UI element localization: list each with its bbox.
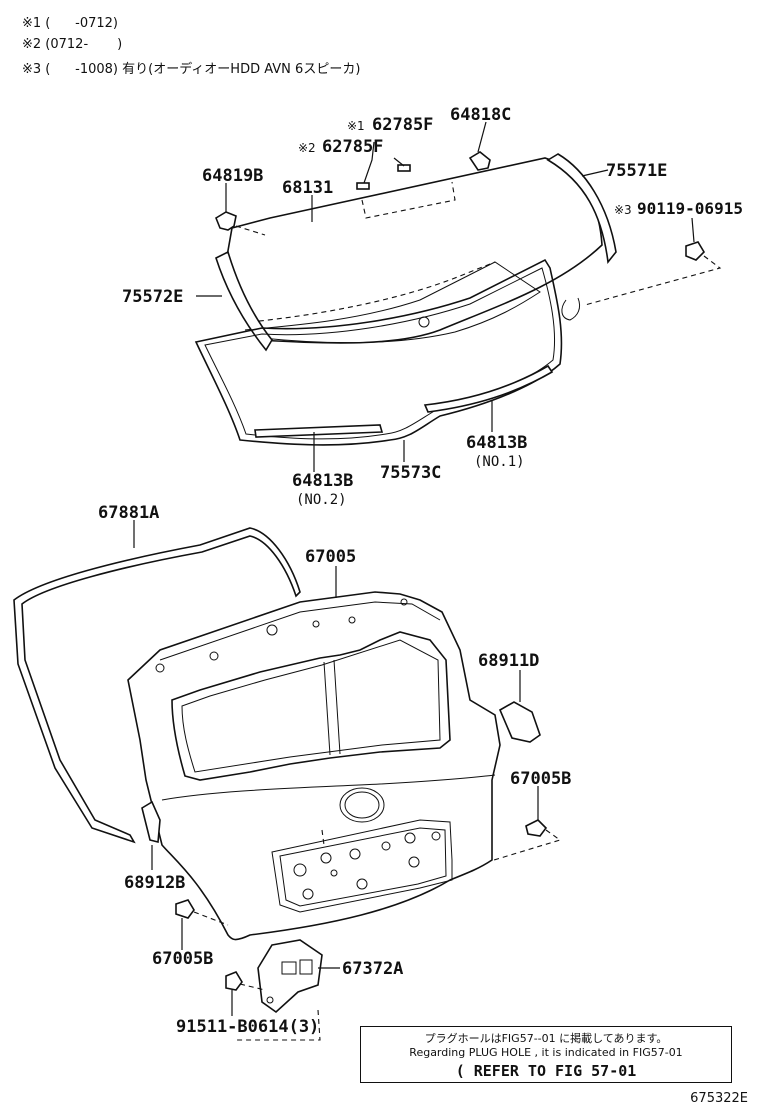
spacer-64813B-no2 [254, 424, 384, 438]
spacer-62785F-a [356, 182, 370, 190]
molding-75572E [215, 250, 273, 352]
label-91511-B0614: 91511-B0614(3) [176, 1017, 319, 1037]
weatherstrip-75573C [194, 258, 563, 446]
reference-box: プラグホールはFIG57--01 に掲載してあります。 Regarding PL… [360, 1026, 732, 1083]
label-62785F-2: 62785F [322, 137, 383, 157]
note-1: ※1 ( -0712) [22, 16, 119, 31]
label-75573C: 75573C [380, 463, 441, 483]
label-67372A: 67372A [342, 959, 403, 979]
reference-line-en: Regarding PLUG HOLE , it is indicated in… [409, 1046, 683, 1059]
label-67005B-left: 67005B [152, 949, 213, 969]
defogger-outline [361, 181, 456, 219]
grommet-90119 [685, 241, 706, 261]
label-no2: (NO.2) [296, 492, 347, 508]
clip-64819B [215, 211, 237, 231]
label-67881A: 67881A [98, 503, 159, 523]
mark-2: ※2 [298, 141, 316, 155]
label-68131: 68131 [282, 178, 333, 198]
cushion-67005B-left [175, 899, 195, 919]
label-no1: (NO.1) [474, 454, 525, 470]
label-68911D: 68911D [478, 651, 539, 671]
label-68912B: 68912B [124, 873, 185, 893]
label-64813B-no2: 64813B [292, 471, 353, 491]
label-64813B-no1: 64813B [466, 433, 527, 453]
reference-link[interactable]: ( REFER TO FIG 57-01 [455, 1062, 637, 1080]
mark-3: ※3 [614, 203, 632, 217]
mark-1: ※1 [347, 119, 365, 133]
note-3: ※3 ( -1008) 有り(オーディオーHDD AVN 6スピーカ) [22, 62, 361, 77]
label-67005: 67005 [305, 547, 356, 567]
reference-line-jp: プラグホールはFIG57--01 に掲載してあります。 [424, 1032, 668, 1045]
cushion-67005B-right [525, 819, 548, 837]
label-75571E: 75571E [606, 161, 667, 181]
figure-code: 675322E [690, 1091, 748, 1106]
spacer-64813B-no1 [423, 364, 554, 413]
label-64818C: 64818C [450, 105, 511, 125]
cushion-68911D [498, 701, 541, 743]
label-75572E: 75572E [122, 287, 183, 307]
back-door-panel [127, 591, 501, 941]
label-67005B-right: 67005B [510, 769, 571, 789]
label-62785F-1: 62785F [372, 115, 433, 135]
label-64819B: 64819B [202, 166, 263, 186]
bracket-67372A [257, 939, 323, 1014]
cushion-68912B [141, 800, 161, 844]
note-2: ※2 (0712- ) [22, 37, 123, 52]
screw-91511 [225, 971, 243, 991]
clip-64818C [468, 151, 491, 171]
weatherstrip-67881A [13, 527, 301, 844]
spacer-62785F-b [397, 164, 411, 172]
wire-connector [561, 297, 581, 321]
label-90119-06915: 90119-06915 [637, 199, 743, 218]
